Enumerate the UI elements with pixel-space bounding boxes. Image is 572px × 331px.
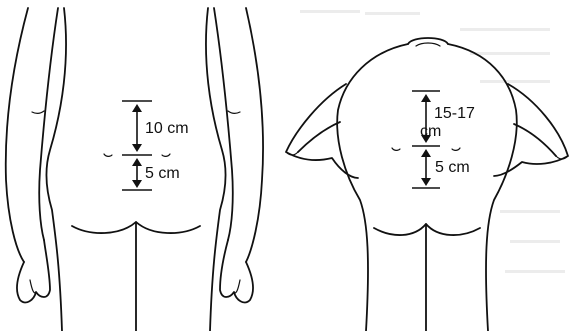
right-measurement: 15-17 cm 5 cm	[412, 91, 475, 188]
right-arrowhead-3	[421, 149, 431, 157]
background-texture	[300, 10, 565, 273]
right-upper-label-line2: cm	[420, 123, 441, 140]
right-fig-right-arm	[494, 84, 568, 176]
left-dimple-2	[162, 154, 170, 156]
left-torso-outline-right	[206, 8, 226, 331]
right-arrowhead-4	[421, 178, 431, 186]
right-upper-label-line1: 15-17	[434, 105, 475, 122]
left-elbow-crease	[32, 111, 44, 113]
left-arrowhead-2	[132, 144, 142, 152]
left-hand	[17, 240, 50, 302]
right-buttocks	[374, 224, 480, 235]
left-measurement: 10 cm 5 cm	[122, 101, 189, 190]
right-arm-outer	[246, 8, 263, 262]
left-arrowhead-4	[132, 180, 142, 188]
right-hand	[220, 240, 253, 302]
left-panel-standing-figure: 10 cm 5 cm	[6, 8, 263, 331]
right-dimple-1	[392, 148, 400, 150]
right-elbow-crease	[228, 111, 240, 113]
right-back-outline	[337, 44, 408, 331]
right-back-outline-2	[448, 44, 517, 331]
left-arm-inner	[39, 8, 58, 240]
right-arm-inner	[214, 8, 233, 240]
left-lower-label: 5 cm	[145, 165, 180, 182]
left-dimple-1	[104, 154, 112, 156]
right-arrowhead-1	[421, 94, 431, 102]
right-dimple-2	[452, 148, 460, 150]
left-arrowhead-1	[132, 104, 142, 112]
right-lower-label: 5 cm	[435, 159, 470, 176]
left-arm-outer	[6, 8, 28, 262]
left-upper-label: 10 cm	[145, 120, 189, 137]
left-arrowhead-3	[132, 158, 142, 166]
